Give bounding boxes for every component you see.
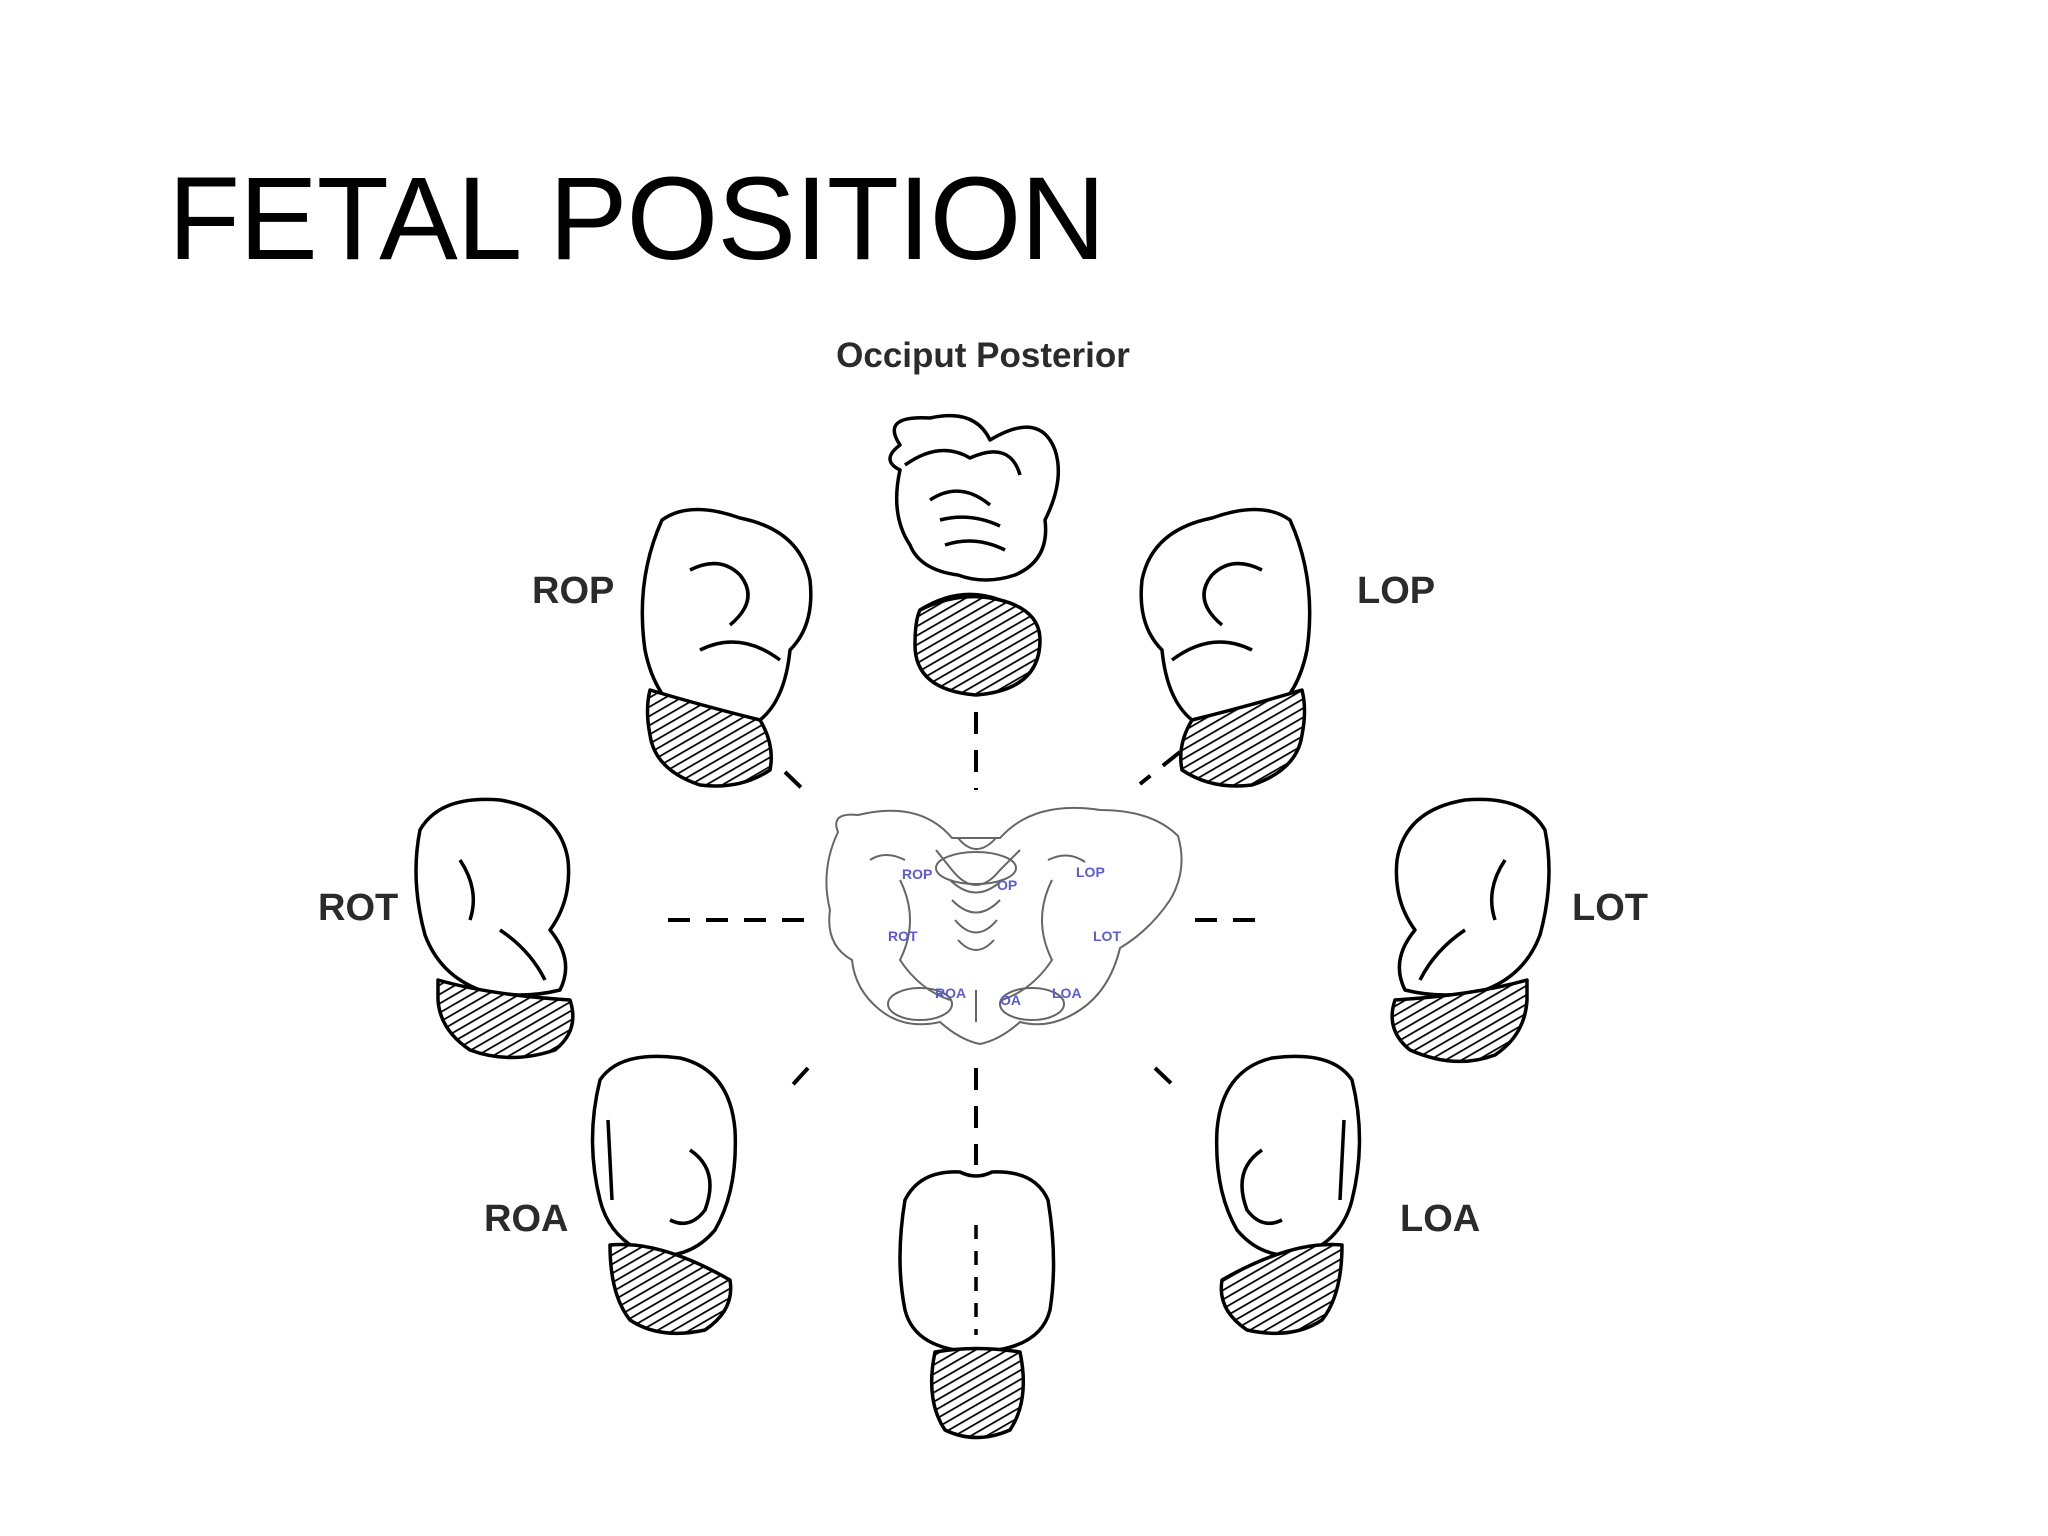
pelvis-label-roa: ROA bbox=[935, 985, 967, 1001]
rot-label: ROT bbox=[318, 887, 399, 929]
guide-line-roa bbox=[786, 1066, 810, 1092]
fetus-loa bbox=[1214, 1054, 1362, 1336]
fetus-rot bbox=[414, 797, 575, 1060]
guide-lines bbox=[668, 712, 1268, 1165]
pelvis-label-op: OP bbox=[997, 877, 1018, 893]
loa-label: LOA bbox=[1400, 1198, 1481, 1240]
fetus-lot bbox=[1390, 797, 1551, 1064]
pelvis-label-oa: OA bbox=[1000, 992, 1021, 1008]
pelvis-label-lop: LOP bbox=[1076, 864, 1105, 880]
pelvis-label-rop: ROP bbox=[902, 866, 933, 882]
fetus-lop bbox=[1139, 507, 1312, 788]
page-title: FETAL POSITION bbox=[168, 153, 1106, 285]
roa-label: ROA bbox=[484, 1198, 569, 1240]
pelvis bbox=[825, 806, 1183, 1046]
lop-label: LOP bbox=[1357, 570, 1436, 612]
guide-line-rop bbox=[783, 770, 814, 800]
guide-line-loa bbox=[1153, 1066, 1180, 1092]
pelvis-label-rot: ROT bbox=[888, 928, 918, 944]
fetus-op bbox=[888, 413, 1061, 697]
guide-line-lop bbox=[1138, 750, 1182, 786]
fetus-rop bbox=[640, 507, 813, 788]
lot-label: LOT bbox=[1572, 887, 1648, 929]
rop-label: ROP bbox=[532, 570, 615, 612]
pelvis-label-loa: LOA bbox=[1052, 985, 1082, 1001]
fetus-roa bbox=[590, 1054, 738, 1336]
pelvis-label-lot: LOT bbox=[1093, 928, 1121, 944]
fetus-oa bbox=[898, 1170, 1056, 1440]
occiput-posterior-label: Occiput Posterior bbox=[836, 336, 1130, 375]
